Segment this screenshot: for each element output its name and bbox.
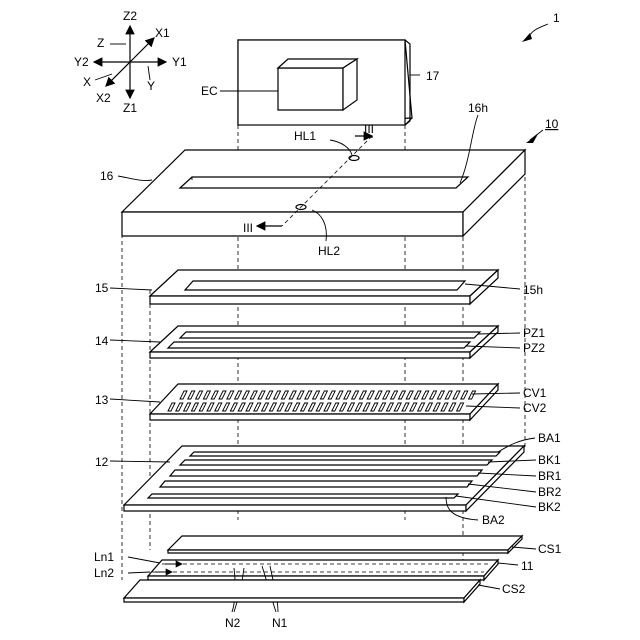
label-iii-top: III: [364, 122, 374, 136]
label-bk2: BK2: [538, 500, 561, 514]
label-17: 17: [426, 69, 440, 83]
component-15: 15 15h: [95, 270, 543, 304]
label-ln1: Ln1: [94, 550, 114, 564]
component-14: 14 PZ1 PZ2: [95, 326, 545, 358]
label-13: 13: [95, 393, 109, 407]
label-n1: N1: [272, 616, 288, 630]
axis-label-z1: Z1: [123, 101, 137, 115]
axis-label-y1: Y1: [172, 55, 187, 69]
label-10-group: 10: [526, 117, 559, 143]
component-cs1: CS1: [168, 536, 562, 556]
label-ec: EC: [201, 84, 218, 98]
label-11: 11: [521, 559, 534, 573]
axis-label-y: Y: [147, 79, 155, 93]
component-cs2: CS2: [124, 580, 526, 602]
component-12: 12 BA1 BK1 BR1 BR2 BK2 BA2: [95, 431, 562, 527]
label-16h: 16h: [468, 101, 488, 115]
label-ba2: BA2: [482, 513, 505, 527]
label-n2: N2: [225, 616, 241, 630]
label-16: 16: [100, 169, 114, 183]
label-bk1: BK1: [538, 453, 561, 467]
figure-number: 1: [522, 11, 560, 42]
component-13: 13 CV1 CV2: [95, 384, 547, 420]
label-pz2: PZ2: [523, 341, 545, 355]
label-ln2: Ln2: [94, 566, 114, 580]
label-cs2: CS2: [502, 582, 526, 596]
component-17: EC 17: [201, 40, 440, 125]
label-cv1: CV1: [523, 386, 547, 400]
axis-label-x2: X2: [96, 91, 111, 105]
axis-label-x: X: [83, 75, 91, 89]
label-br2: BR2: [538, 485, 562, 499]
axis-label-z: Z: [97, 36, 104, 50]
label-pz1: PZ1: [523, 326, 545, 340]
label-br1: BR1: [538, 469, 562, 483]
label-10: 10: [545, 117, 559, 131]
label-hl1: HL1: [294, 129, 316, 143]
label-cv2: CV2: [523, 401, 547, 415]
axis-label-y2: Y2: [74, 55, 89, 69]
svg-text:1: 1: [553, 11, 560, 25]
label-cs1: CS1: [538, 542, 562, 556]
label-12: 12: [95, 455, 109, 469]
axis-compass: Z2 Z X1 Y2 Y1 X Y X2 Z1: [74, 9, 187, 115]
axis-label-x1: X1: [155, 26, 170, 40]
axis-label-z2: Z2: [123, 9, 137, 23]
label-hl2: HL2: [318, 244, 340, 258]
label-15: 15: [95, 281, 109, 295]
label-ba1: BA1: [538, 431, 561, 445]
label-iii-bottom: III: [243, 221, 253, 235]
label-14: 14: [95, 334, 109, 348]
label-15h: 15h: [523, 283, 543, 297]
